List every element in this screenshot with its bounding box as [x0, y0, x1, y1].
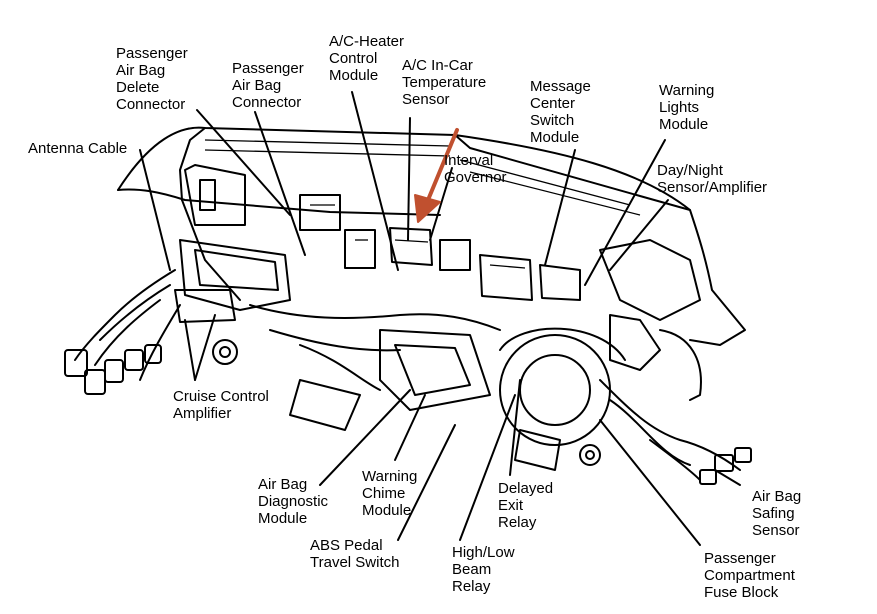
label-line: A/C-Heater — [329, 33, 405, 50]
label-line: Message — [530, 78, 591, 95]
label-line: Warning — [659, 82, 715, 99]
label-line: Passenger — [704, 550, 776, 567]
label-line: Module — [329, 67, 379, 84]
label-line: Relay — [452, 578, 491, 595]
label-line: Module — [530, 129, 580, 146]
label-line: Compartment — [704, 567, 795, 584]
label-line: ABS Pedal — [310, 537, 383, 554]
label-line: Sensor — [402, 91, 450, 108]
label-line: Interval — [444, 152, 494, 169]
label-line: Delete — [116, 79, 160, 96]
label-line: Day/Night — [657, 162, 723, 179]
label-line: Sensor/Amplifier — [657, 179, 768, 196]
label-line: Chime — [362, 485, 406, 502]
label-line: Air Bag — [116, 62, 166, 79]
label-line: Passenger — [116, 45, 188, 62]
label-line: Control — [329, 50, 378, 67]
label-line: Relay — [498, 514, 537, 531]
label-line: Amplifier — [173, 405, 232, 422]
label-line: Switch — [530, 112, 575, 129]
label-line: Passenger — [232, 60, 304, 77]
label-line: Sensor — [752, 522, 800, 539]
label-line: Module — [659, 116, 709, 133]
label-line: Connector — [232, 94, 302, 111]
label-line: Safing — [752, 505, 795, 522]
label-line: Module — [258, 510, 308, 527]
label-line: Antenna Cable — [28, 140, 128, 157]
label-line: High/Low — [452, 544, 515, 561]
label-line: Warning — [362, 468, 418, 485]
label-line: Diagnostic — [258, 493, 329, 510]
label-line: Module — [362, 502, 412, 519]
label-line: Travel Switch — [310, 554, 400, 571]
label-line: Governor — [444, 169, 507, 186]
label-line: Connector — [116, 96, 186, 113]
label-line: Air Bag — [752, 488, 802, 505]
label-line: Temperature — [402, 74, 487, 91]
label-antenna-cable: Antenna Cable — [28, 140, 127, 157]
label-line: Delayed — [498, 480, 554, 497]
label-line: Air Bag — [258, 476, 308, 493]
label-line: A/C In-Car — [402, 57, 473, 74]
label-line: Lights — [659, 99, 700, 116]
label-line: Beam — [452, 561, 492, 578]
label-line: Air Bag — [232, 77, 282, 94]
label-line: Center — [530, 95, 576, 112]
label-line: Fuse Block — [704, 584, 779, 601]
label-line: Exit — [498, 497, 524, 514]
label-line: Cruise Control — [173, 388, 269, 405]
